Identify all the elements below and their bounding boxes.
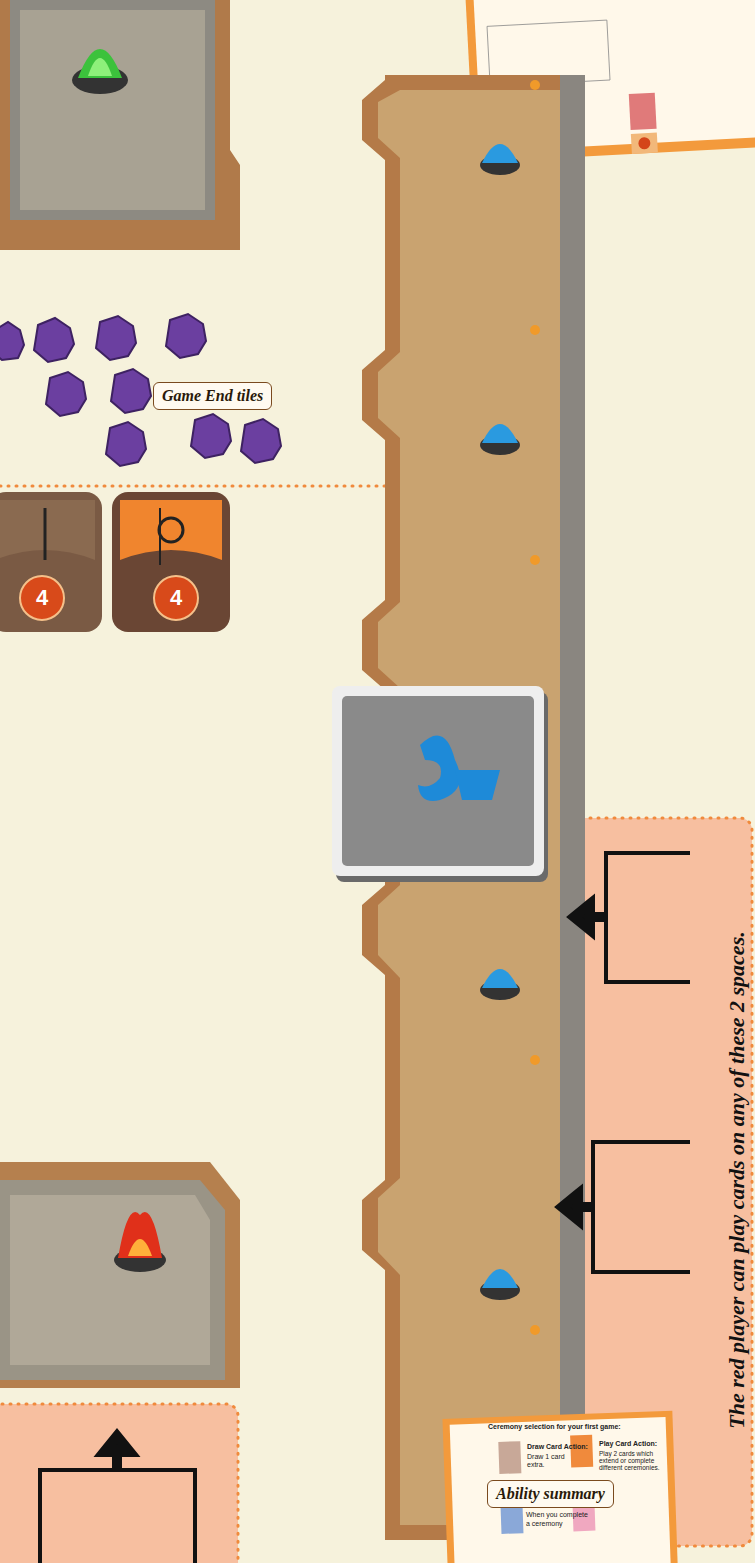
ability-title: Play Card Action: [599, 1440, 657, 1448]
play-area-region: The red player can play cards on any of … [570, 818, 752, 1546]
tile-value: 4 [36, 586, 48, 610]
callout-box: Game End tiles [153, 382, 272, 410]
ability-text: a ceremony [526, 1520, 563, 1528]
ability-text: Play 2 cards which extend or complete di… [599, 1450, 661, 1471]
ability-text: Draw 1 card extra. [527, 1453, 571, 1468]
tile-value: 4 [170, 586, 182, 610]
sheet-heading: Ceremony selection for your first game: [488, 1423, 621, 1431]
ability-text: When you complete [526, 1511, 588, 1519]
node-text: Game End tiles [162, 387, 263, 405]
node-text: The red player can play cards on any of … [724, 931, 750, 1428]
ability-title: Draw Card Action: [527, 1443, 588, 1451]
callout-box: Ability summary [487, 1480, 614, 1508]
node-text: Ability summary [496, 1485, 605, 1503]
